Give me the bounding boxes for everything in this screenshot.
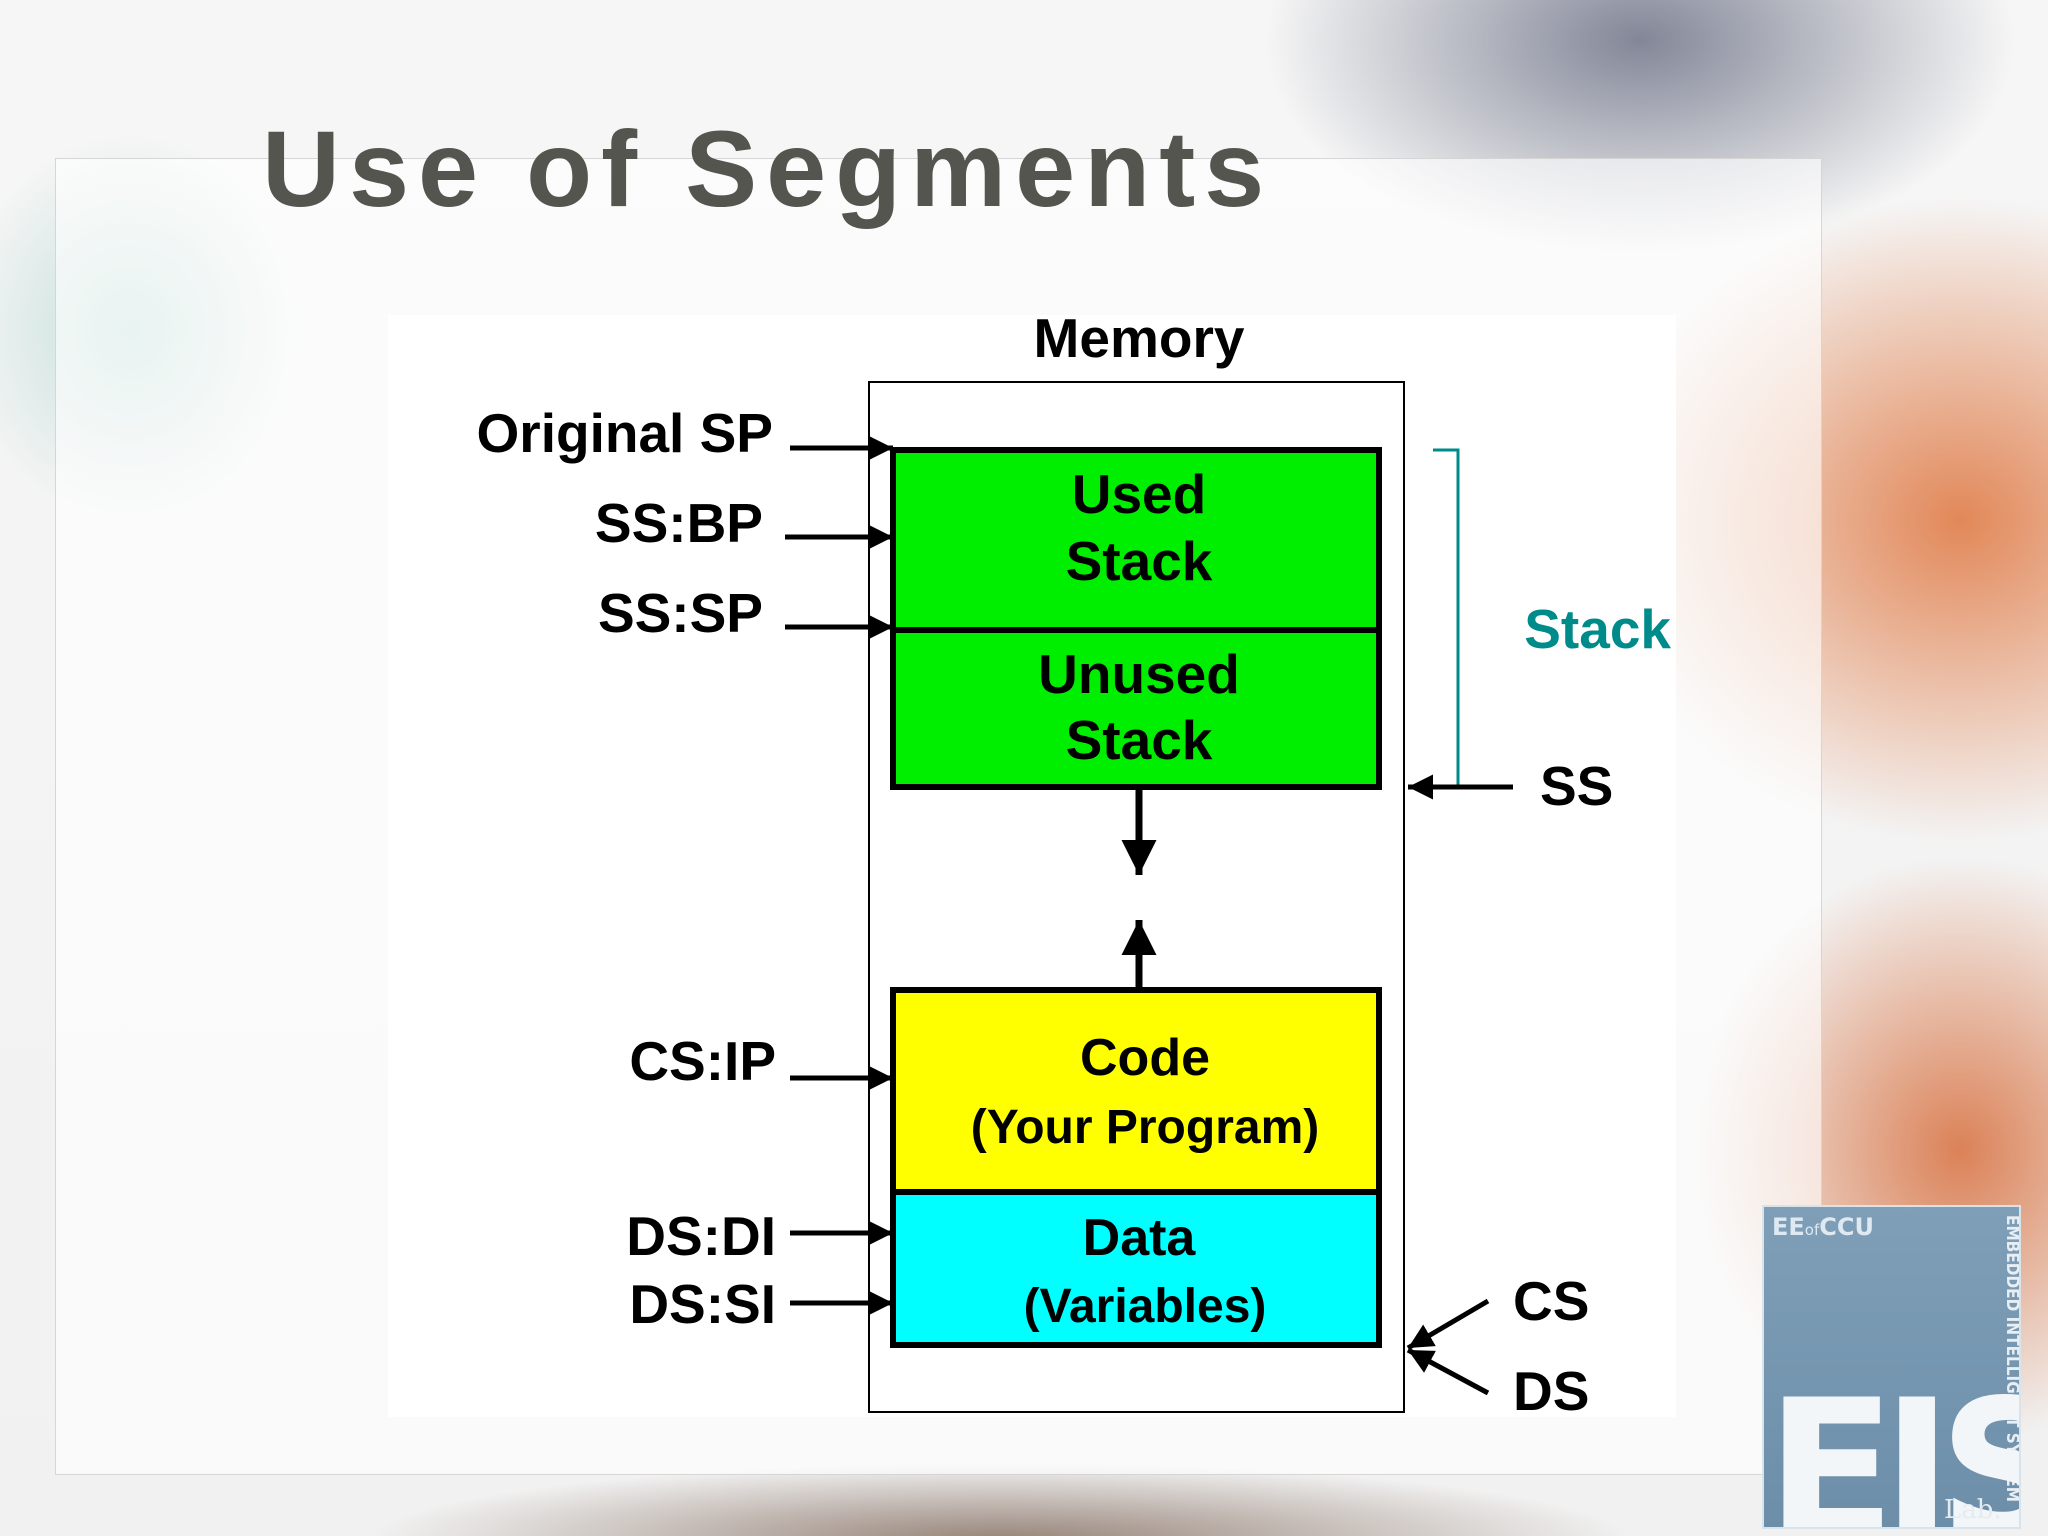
slide-title: Use of Segments bbox=[262, 108, 1274, 229]
used-stack-block bbox=[890, 447, 1382, 633]
logo-top-text: EEofCCU bbox=[1772, 1213, 1874, 1241]
ds-si-label: DS:SI bbox=[629, 1273, 776, 1335]
logo-lab-text: Lab. bbox=[1944, 1495, 2002, 1525]
ss-bp-label: SS:BP bbox=[595, 492, 763, 554]
memory-segments-diagram: Memory Used Stack Unused Stack Code (You… bbox=[388, 315, 1676, 1417]
logo-big-text: EIS bbox=[1766, 1359, 2019, 1529]
unused-stack-label-1: Unused bbox=[1038, 643, 1240, 705]
ds-arrow bbox=[1406, 1347, 1490, 1396]
code-label-1: Code bbox=[1080, 1029, 1210, 1087]
data-label-2: (Variables) bbox=[1024, 1280, 1267, 1333]
cs-arrow bbox=[1406, 1298, 1490, 1351]
data-block bbox=[890, 1189, 1382, 1348]
used-stack-label-1: Used bbox=[1072, 463, 1207, 525]
ds-label: DS bbox=[1513, 1360, 1589, 1417]
ds-di-label: DS:DI bbox=[626, 1205, 776, 1267]
eis-lab-logo: EEofCCU EMBEDDED INTELLIGENT SYSTEM EIS … bbox=[1762, 1205, 2021, 1529]
unused-stack-label-2: Stack bbox=[1066, 709, 1213, 771]
original-sp-label: Original SP bbox=[477, 402, 773, 464]
cs-label: CS bbox=[1513, 1270, 1589, 1332]
stack-bracket bbox=[1433, 448, 1460, 787]
cs-ip-label: CS:IP bbox=[629, 1030, 776, 1092]
memory-label: Memory bbox=[1034, 315, 1245, 369]
code-label-2: (Your Program) bbox=[971, 1101, 1319, 1154]
ss-sp-label: SS:SP bbox=[598, 582, 763, 644]
unused-stack-block bbox=[890, 627, 1382, 790]
memory-outline bbox=[868, 381, 1405, 1413]
used-stack-label-2: Stack bbox=[1066, 530, 1213, 592]
code-block bbox=[890, 987, 1382, 1195]
data-label-1: Data bbox=[1083, 1209, 1197, 1267]
ss-label: SS bbox=[1540, 755, 1613, 817]
stack-segment-label: Stack bbox=[1524, 598, 1671, 660]
